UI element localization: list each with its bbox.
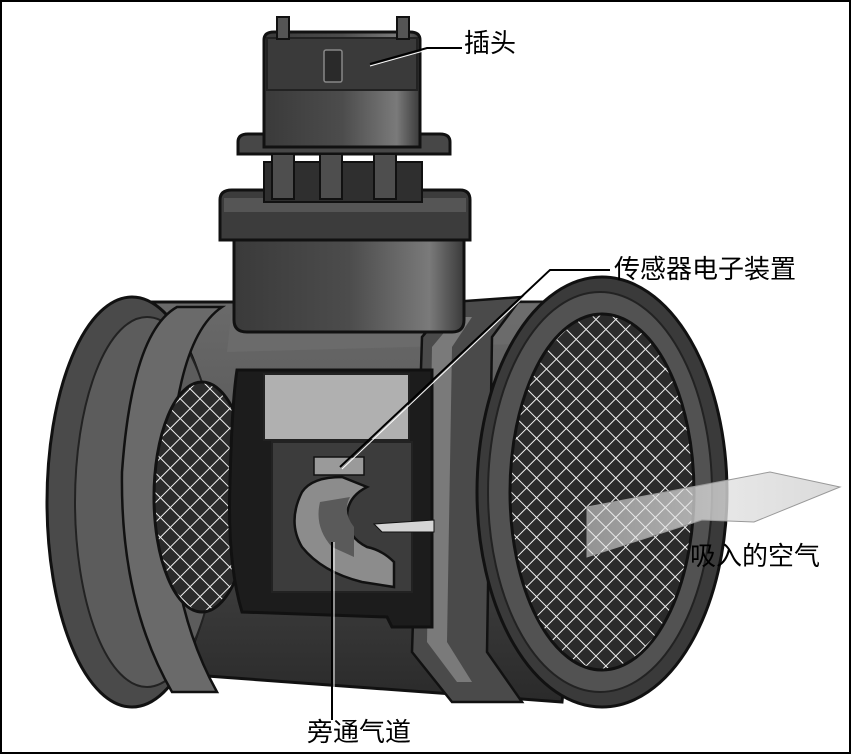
label-intake-air: 吸入的空气 bbox=[690, 542, 821, 572]
cutaway-window bbox=[228, 368, 435, 629]
leader-sensor bbox=[339, 269, 610, 468]
leader-lines bbox=[331, 47, 610, 720]
label-sensor-electronics: 传感器电子装置 bbox=[614, 255, 797, 285]
label-bypass-channel: 旁通气道 bbox=[307, 718, 412, 748]
label-plug: 插头 bbox=[464, 29, 517, 59]
intake-air-arrow bbox=[586, 471, 842, 558]
plug-housing bbox=[218, 16, 472, 334]
leader-plug bbox=[369, 47, 462, 65]
